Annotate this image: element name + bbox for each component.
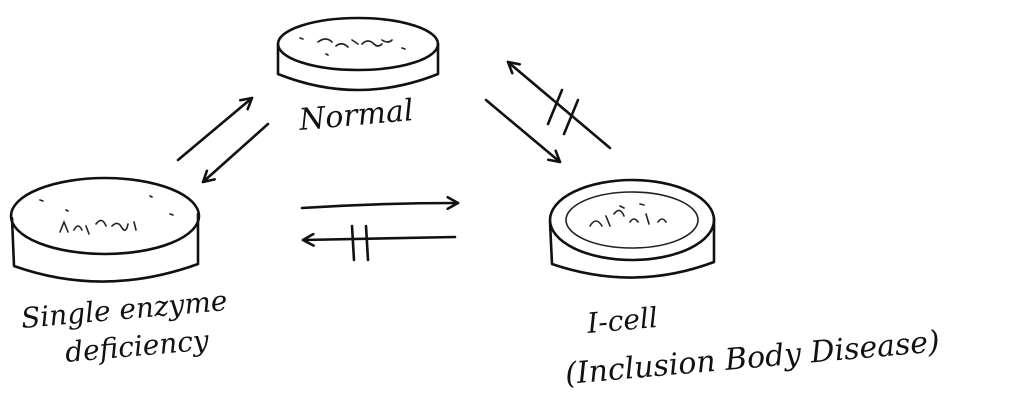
arrow-icell-to-normal-blocked [508, 62, 610, 148]
arrow-normal-to-icell [486, 100, 560, 162]
arrow-normal-to-single [203, 124, 268, 182]
block-mark [352, 226, 368, 260]
arrow-single-to-normal [178, 98, 252, 160]
arrow-single-to-icell [302, 203, 458, 208]
label-normal: Normal [297, 93, 415, 138]
label-single-enzyme-line2: deficiency [64, 323, 211, 369]
dish-single-enzyme [11, 178, 199, 282]
dish-normal [278, 18, 438, 90]
label-icell-line1: I-cell [585, 301, 659, 340]
block-mark [548, 90, 578, 134]
dish-i-cell [550, 180, 714, 278]
arrow-icell-to-single-blocked [303, 226, 455, 260]
